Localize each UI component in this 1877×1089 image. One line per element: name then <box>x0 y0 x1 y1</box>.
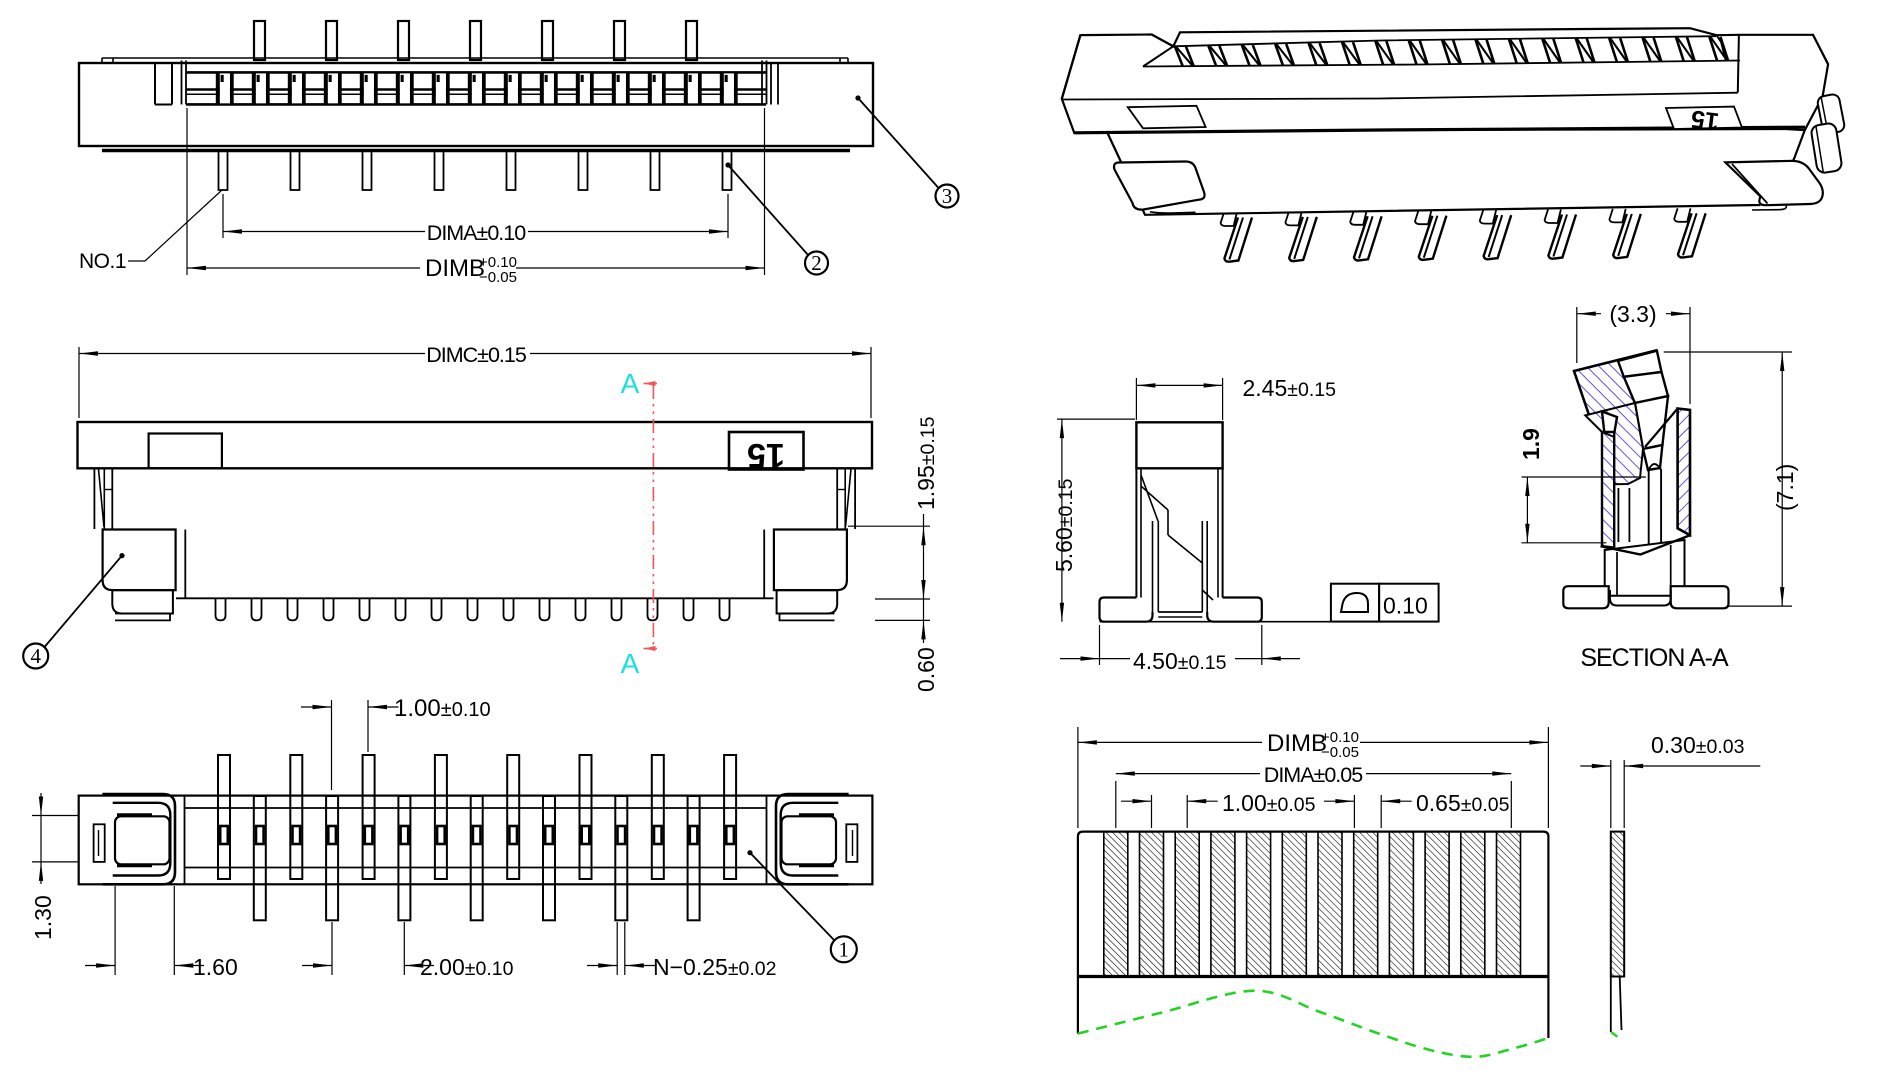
svg-text:DIMB: DIMB <box>425 255 485 282</box>
svg-text:NO.1: NO.1 <box>79 250 126 273</box>
svg-text:15: 15 <box>1689 104 1720 135</box>
svg-text:5.60±0.15: 5.60±0.15 <box>1051 478 1077 572</box>
svg-text:−0.05: −0.05 <box>1321 744 1359 761</box>
svg-text:N−0.25±0.02: N−0.25±0.02 <box>653 954 776 980</box>
svg-text:(3.3): (3.3) <box>1609 301 1656 327</box>
svg-text:A: A <box>621 368 640 399</box>
svg-text:1.30: 1.30 <box>30 895 56 940</box>
svg-text:DIMA±0.10: DIMA±0.10 <box>427 221 526 245</box>
svg-text:−0.05: −0.05 <box>479 269 517 286</box>
svg-text:4.50±0.15: 4.50±0.15 <box>1133 648 1227 674</box>
svg-text:0.65±0.05: 0.65±0.05 <box>1416 790 1510 816</box>
svg-text:0.10: 0.10 <box>1383 593 1428 619</box>
svg-text:1.00±0.10: 1.00±0.10 <box>394 695 491 722</box>
svg-text:DIMC±0.15: DIMC±0.15 <box>426 343 527 367</box>
svg-text:1.00±0.05: 1.00±0.05 <box>1222 790 1316 816</box>
svg-text:1: 1 <box>839 937 850 961</box>
svg-text:+0.10: +0.10 <box>1321 729 1359 746</box>
svg-text:0.30±0.03: 0.30±0.03 <box>1651 732 1744 758</box>
svg-text:DIMA±0.05: DIMA±0.05 <box>1264 763 1363 787</box>
svg-text:(7.1): (7.1) <box>1772 464 1798 511</box>
svg-text:15: 15 <box>747 436 785 474</box>
svg-text:SECTION A-A: SECTION A-A <box>1580 644 1729 672</box>
svg-text:3: 3 <box>942 184 953 208</box>
svg-text:0.60: 0.60 <box>913 647 939 692</box>
svg-text:1.60: 1.60 <box>193 954 238 980</box>
svg-text:2.45±0.15: 2.45±0.15 <box>1243 375 1337 401</box>
svg-text:+0.10: +0.10 <box>479 254 517 271</box>
svg-text:DIMB: DIMB <box>1267 730 1327 757</box>
svg-text:1.95±0.15: 1.95±0.15 <box>913 416 939 510</box>
svg-text:2: 2 <box>811 251 822 275</box>
svg-text:A: A <box>621 648 640 679</box>
svg-text:2.00±0.10: 2.00±0.10 <box>420 954 514 980</box>
svg-text:1.9: 1.9 <box>1518 428 1544 460</box>
svg-text:4: 4 <box>30 644 41 668</box>
